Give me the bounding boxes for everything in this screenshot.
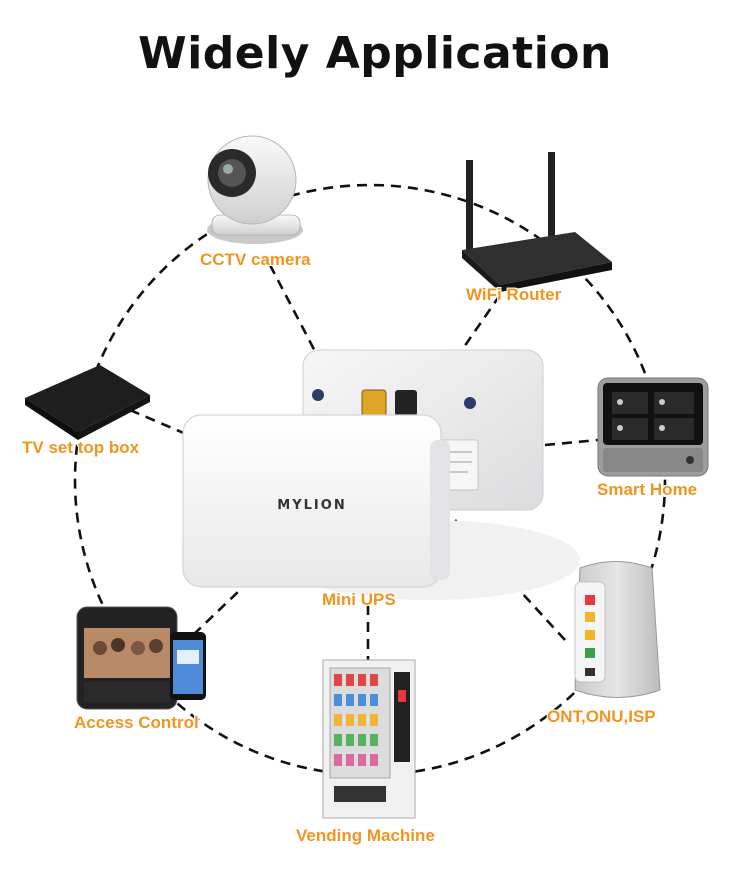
ups-front-unit [182, 414, 450, 588]
access-control-image [76, 606, 206, 710]
smart-home-image [597, 377, 709, 477]
ups-brand-text: MYLION [277, 498, 347, 513]
label-mini-ups: Mini UPS [322, 590, 396, 609]
label-vending-machine: Vending Machine [296, 826, 435, 845]
label-tv-set-top-box: TV set top box [22, 438, 140, 457]
tv-box-image [25, 365, 150, 440]
label-ont-onu-isp: ONT,ONU,ISP [547, 707, 656, 726]
label-cctv-camera: CCTV camera [200, 250, 311, 269]
label-wifi-router: WiFi Router [466, 285, 562, 304]
ont-device-image [574, 561, 661, 698]
wifi-router-image [462, 152, 612, 292]
label-access-control: Access Control [74, 713, 199, 732]
vending-machine-image [322, 659, 416, 819]
page-title: Widely Application [138, 28, 612, 79]
cctv-camera-image [207, 135, 303, 244]
label-smart-home: Smart Home [597, 480, 698, 499]
